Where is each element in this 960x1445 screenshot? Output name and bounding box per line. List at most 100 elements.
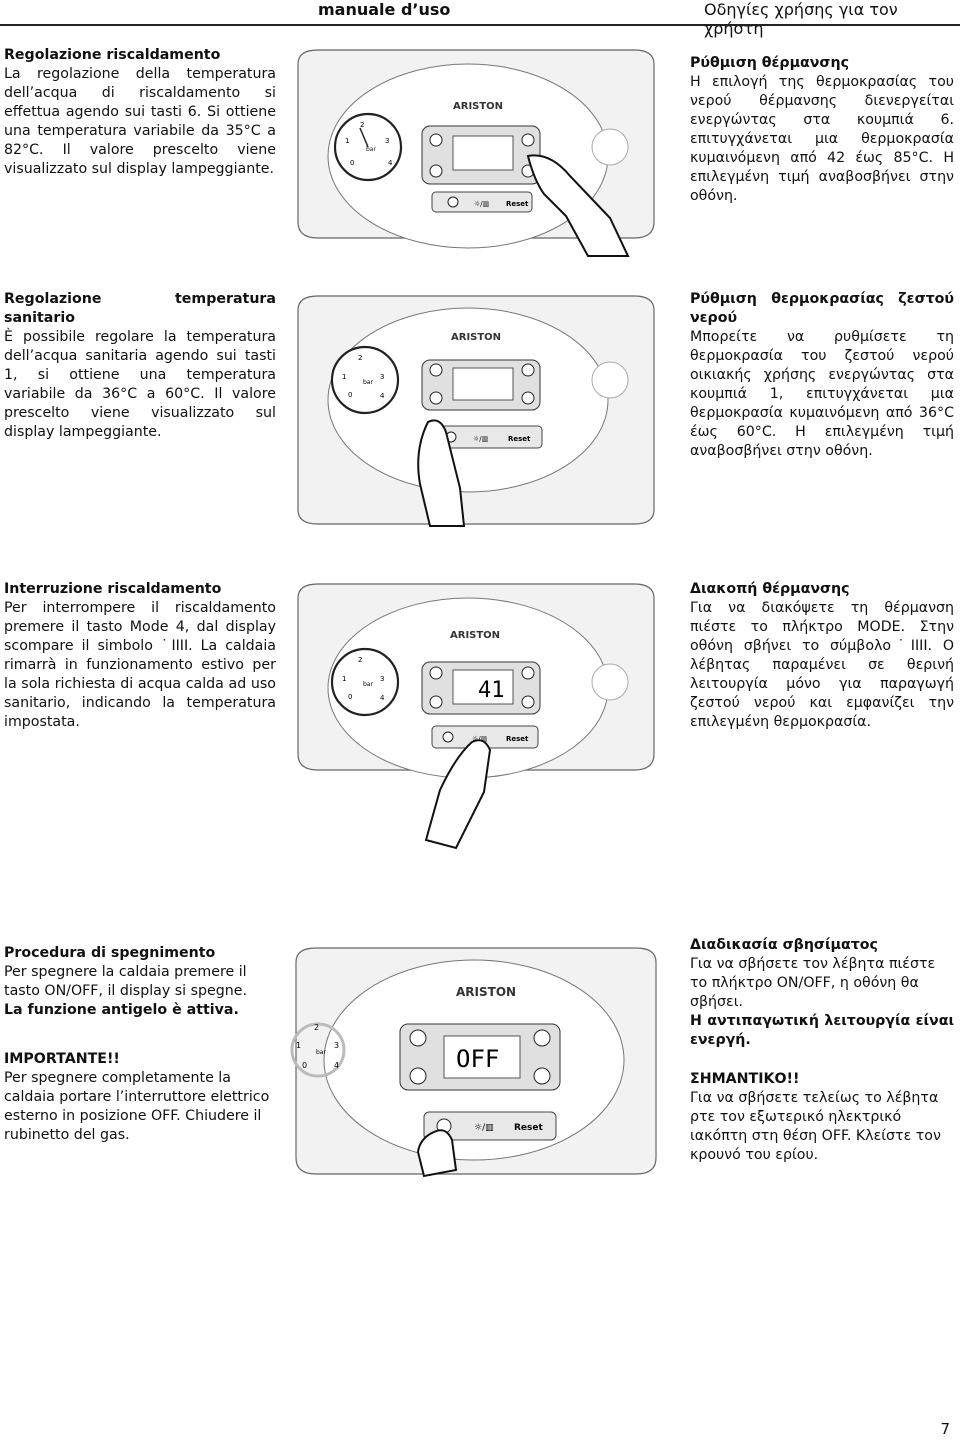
gauge-tick: 1 <box>345 137 349 145</box>
power-icon[interactable] <box>442 731 454 743</box>
mode-icon[interactable]: ☼/▥ <box>474 1123 494 1133</box>
reset-button[interactable]: Reset <box>506 735 529 743</box>
section2-gr-title: Ρύθμιση θερμοκρασίας ζεστού νερού <box>690 291 954 326</box>
plus-button[interactable] <box>429 133 443 147</box>
gauge-tick: 4 <box>334 1061 339 1070</box>
boiler-panel-figure-1: bar 2 3 4 1 0 ARISTON ☼/▥ Reset <box>297 49 655 257</box>
gauge-tick: 4 <box>380 694 385 702</box>
hand-pointer-icon <box>417 419 466 527</box>
section4-gr-title: Διαδικασία σβησίματος <box>690 937 878 953</box>
gauge-tick: 3 <box>380 373 384 381</box>
section2-it-title: Regolazione temperatura sanitario <box>4 291 276 326</box>
gauge-tick: 2 <box>358 656 362 664</box>
brand-logo: ARISTON <box>456 985 516 999</box>
minus-button[interactable] <box>429 164 443 178</box>
gauge-tick: 4 <box>380 392 385 400</box>
pressure-gauge-icon <box>290 1022 346 1078</box>
section4-it-imp-body: Per spegnere completamente la caldaia po… <box>4 1070 270 1143</box>
gauge-tick: 0 <box>302 1061 307 1070</box>
plus-button[interactable] <box>429 363 443 377</box>
minus-button[interactable] <box>521 391 535 405</box>
reset-button[interactable]: Reset <box>514 1123 543 1133</box>
section1-it-body: La regolazione della temperatura dell’ac… <box>4 66 276 177</box>
minus-button[interactable] <box>429 391 443 405</box>
mode-icon[interactable]: ☼/▥ <box>472 735 487 743</box>
hand-pointer-icon <box>526 154 630 257</box>
pressure-gauge-icon <box>330 345 400 415</box>
section4-gr-imp-title: ΣΗΜΑΝΤΙΚΟ!! <box>690 1071 800 1087</box>
gauge-unit: bar <box>366 146 376 153</box>
brand-logo: ARISTON <box>451 332 501 343</box>
lcd-display <box>452 135 514 171</box>
section2-it: Regolazione temperatura sanitario È poss… <box>4 290 276 442</box>
section4-it: Procedura di spegnimento Per spegnere la… <box>4 944 276 1145</box>
page-number: 7 <box>940 1420 950 1438</box>
header-right: Οδηγίες χρήσης για τον χρήστη <box>704 0 898 38</box>
gauge-tick: 1 <box>342 675 346 683</box>
header-rule <box>0 24 960 26</box>
mode-icon[interactable]: ☼/▥ <box>473 435 488 443</box>
gauge-unit: bar <box>363 379 373 386</box>
section2-gr: Ρύθμιση θερμοκρασίας ζεστού νερού Μπορεί… <box>690 290 954 461</box>
section4-it-body: Per spegnere la caldaia premere il tasto… <box>4 964 247 999</box>
section3-it-body: Per interrompere il riscaldamento premer… <box>4 600 276 730</box>
boiler-panel-figure-2: bar 2 3 4 1 0 ARISTON ☼/▥ Reset <box>297 295 655 527</box>
gauge-tick: 1 <box>342 373 346 381</box>
lcd-display <box>443 1035 521 1079</box>
reset-button[interactable]: Reset <box>506 200 529 208</box>
brand-logo: ARISTON <box>453 101 503 112</box>
section2-gr-body: Μπορείτε να ρυθμίσετε τη θερμοκρασία του… <box>690 329 954 459</box>
gauge-tick: 0 <box>348 693 352 701</box>
gauge-tick: 3 <box>385 137 389 145</box>
header-left: manuale d’uso <box>318 0 451 19</box>
gauge-tick: 2 <box>358 354 362 362</box>
plus-button[interactable] <box>533 1029 551 1047</box>
gauge-unit: bar <box>316 1049 326 1056</box>
lcd-display <box>452 669 514 705</box>
gauge-tick: 2 <box>360 121 364 129</box>
hand-pointer-icon <box>416 1129 458 1178</box>
gauge-tick: 3 <box>334 1041 339 1050</box>
section1-gr-body: Η επιλογή της θερμοκρασίας του νερού θέρ… <box>690 74 954 204</box>
plus-button[interactable] <box>521 666 535 680</box>
section3-it: Interruzione riscaldamento Per interromp… <box>4 580 276 732</box>
plus-button[interactable] <box>429 666 443 680</box>
gauge-tick: 1 <box>296 1041 301 1050</box>
plus-button[interactable] <box>521 133 535 147</box>
section4-gr: Διαδικασία σβησίματος Για να σβήσετε τον… <box>690 936 954 1165</box>
section1-it-title: Regolazione riscaldamento <box>4 47 221 63</box>
gauge-tick: 3 <box>380 675 384 683</box>
section2-it-body: È possibile regolare la temperatura dell… <box>4 329 276 440</box>
section3-gr-body: Για να διακόψετε τη θέρμανση πιέστε το π… <box>690 600 954 730</box>
mode-icon[interactable]: ☼/▥ <box>474 200 489 208</box>
lcd-display <box>452 367 514 401</box>
section1-it: Regolazione riscaldamento La regolazione… <box>4 46 276 179</box>
power-icon[interactable] <box>447 196 459 208</box>
section4-gr-imp-body: Για να σβήσετε τελείως το λέβητα ρτε τον… <box>690 1090 941 1163</box>
gauge-tick: 0 <box>350 159 354 167</box>
section3-gr-title: Διακοπή θέρμανσης <box>690 581 850 597</box>
section1-gr-title: Ρύθμιση θέρμανσης <box>690 55 849 71</box>
minus-button[interactable] <box>533 1067 551 1085</box>
gauge-unit: bar <box>363 681 373 688</box>
minus-button[interactable] <box>409 1067 427 1085</box>
minus-button[interactable] <box>429 695 443 709</box>
hand-pointer-icon <box>424 739 492 850</box>
boiler-panel-figure-4: bar 2 3 4 1 0 ARISTON OFF ☼/▥ Reset <box>290 947 657 1178</box>
boiler-panel-figure-3: bar 2 3 4 1 0 ARISTON 41 ☼/▥ Reset <box>297 583 655 850</box>
minus-button[interactable] <box>521 695 535 709</box>
section3-it-title: Interruzione riscaldamento <box>4 581 222 597</box>
plus-button[interactable] <box>409 1029 427 1047</box>
gauge-tick: 2 <box>314 1023 319 1032</box>
section4-gr-body: Για να σβήσετε τον λέβητα πιέστε το πλήκ… <box>690 956 936 1010</box>
section4-it-bold: La funzione antigelo è attiva. <box>4 1002 239 1018</box>
section1-gr: Ρύθμιση θέρμανσης Η επιλογή της θερμοκρα… <box>690 54 954 206</box>
section4-gr-bold: Η αντιπαγωτική λειτουργία είναι ενεργή. <box>690 1013 954 1048</box>
gauge-tick: 4 <box>388 159 393 167</box>
section4-it-imp-title: IMPORTANTE!! <box>4 1051 120 1067</box>
page-header: manuale d’uso Οδηγίες χρήσης για τον χρή… <box>0 0 960 38</box>
brand-logo: ARISTON <box>450 630 500 641</box>
lcd-value: 41 <box>478 678 505 703</box>
plus-button[interactable] <box>521 363 535 377</box>
reset-button[interactable]: Reset <box>508 435 531 443</box>
